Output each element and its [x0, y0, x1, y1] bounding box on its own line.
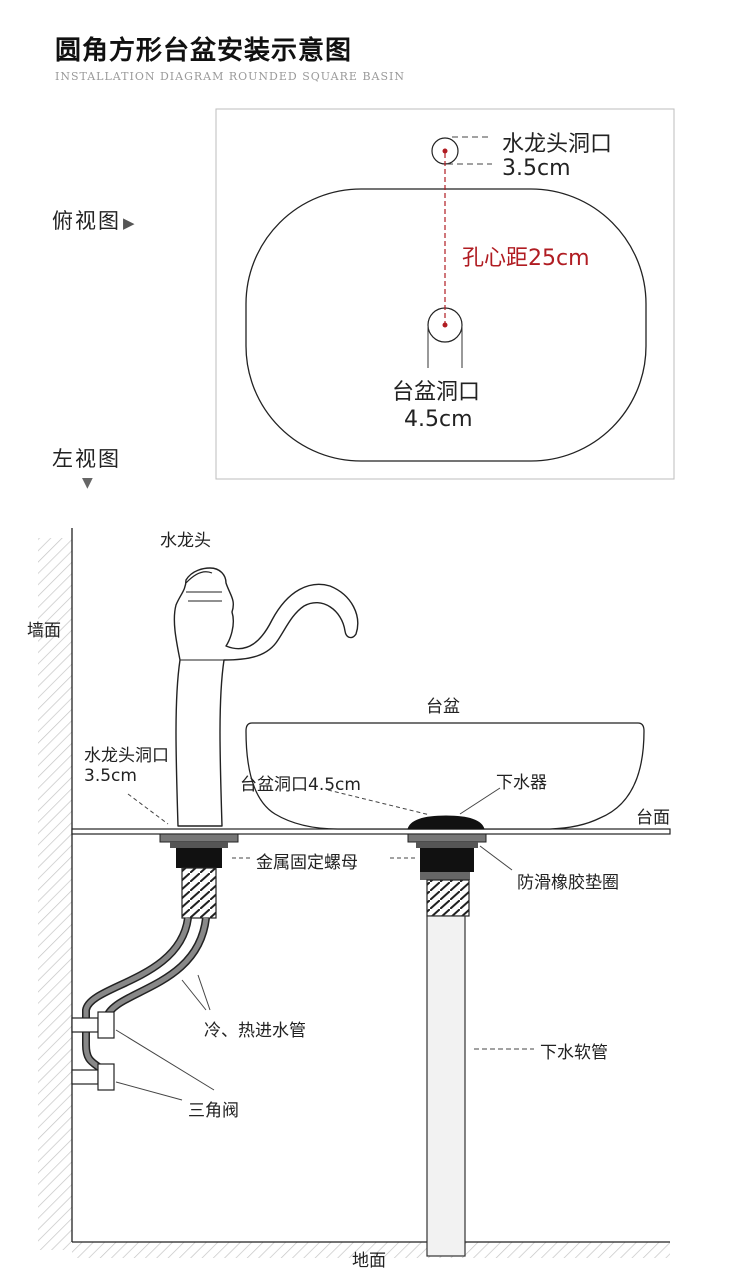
- top-view: [215, 108, 675, 480]
- basin-hole-label: 台盆洞口: [392, 380, 481, 405]
- drain-threaded-pipe: [426, 879, 470, 917]
- top-view-frame: [215, 108, 675, 480]
- floor-hatch: [72, 1242, 670, 1258]
- basin-hole-size: 4.5cm: [404, 407, 473, 432]
- drain-collar: [420, 872, 470, 880]
- valve-leader-2: [115, 1081, 183, 1101]
- faucet-nut: [176, 848, 222, 868]
- basin-outline-top: [245, 188, 647, 462]
- hot-hose-fill: [83, 917, 191, 1045]
- top-view-label-text: 俯视图: [52, 209, 121, 233]
- valve-leader-1: [115, 1029, 215, 1091]
- side-faucet-hole-label: 水龙头洞口: [84, 746, 169, 766]
- faucet-hole-label: 水龙头洞口: [502, 132, 613, 157]
- faucet-body: [173, 567, 359, 827]
- hole-distance-label: 孔心距25cm: [462, 246, 590, 271]
- basin-profile: [245, 722, 645, 830]
- basin-label: 台盆: [426, 697, 460, 717]
- angle-valve-lower-cap: [97, 1063, 115, 1091]
- side-basin-hole-label: 台盆洞口4.5cm: [240, 775, 361, 795]
- countertop: [71, 828, 671, 835]
- faucet-base-plate: [159, 833, 239, 843]
- supply-pipes-label: 冷、热进水管: [204, 1021, 306, 1041]
- drain-hose: [426, 915, 466, 1257]
- angle-valves: [71, 1011, 115, 1091]
- leader-lines: [115, 787, 534, 1101]
- angle-valve-upper-body: [71, 1017, 99, 1033]
- drain-leader: [459, 787, 501, 815]
- drain-washer: [407, 833, 487, 843]
- faucet-label: 水龙头: [160, 531, 211, 551]
- cold-hose-fill: [103, 917, 209, 1021]
- drain-hose-label: 下水软管: [540, 1043, 608, 1063]
- countertop-label: 台面: [636, 808, 670, 828]
- page-subtitle: INSTALLATION DIAGRAM ROUNDED SQUARE BASI…: [55, 70, 405, 83]
- wall-hatch: [38, 538, 72, 1250]
- wall-label: 墙面: [27, 621, 61, 641]
- angle-valve-label: 三角阀: [188, 1101, 239, 1121]
- faucet-washer: [170, 842, 228, 848]
- drain-label: 下水器: [496, 773, 547, 793]
- gasket-leader: [479, 845, 513, 871]
- right-triangle-icon: ▶: [123, 214, 137, 232]
- floor-label: 地面: [352, 1251, 386, 1271]
- side-faucet-hole-size: 3.5cm: [84, 766, 137, 786]
- top-view-label: 俯视图▶: [52, 205, 137, 235]
- side-view-label: 左视图 ▼: [52, 443, 121, 493]
- drain-cap: [407, 815, 485, 830]
- side-view: [38, 528, 671, 1258]
- supply-hoses: [82, 917, 210, 1072]
- gasket-label: 防滑橡胶垫圈: [517, 873, 619, 893]
- faucet-hole-size: 3.5cm: [502, 156, 571, 181]
- drain-gasket: [416, 842, 478, 848]
- side-view-label-text: 左视图: [52, 447, 121, 471]
- angle-valve-lower-body: [71, 1069, 99, 1085]
- angle-valve-upper-cap: [97, 1011, 115, 1039]
- page-title: 圆角方形台盆安装示意图: [55, 36, 353, 66]
- down-triangle-icon: ▼: [82, 475, 95, 491]
- faucet-ring-detail: [186, 591, 222, 602]
- drain-nut: [420, 848, 474, 872]
- supply-leader-2: [197, 974, 211, 1011]
- faucet-hole-leader: [127, 793, 169, 825]
- supply-leader-1: [181, 979, 207, 1011]
- faucet-handle-detail: [185, 571, 213, 584]
- faucet-hole-center: [442, 148, 448, 154]
- basin-hole-leader: [327, 789, 431, 816]
- nut-label: 金属固定螺母: [256, 853, 358, 873]
- basin-hole-center: [442, 322, 448, 328]
- faucet-threaded-shank: [181, 867, 217, 919]
